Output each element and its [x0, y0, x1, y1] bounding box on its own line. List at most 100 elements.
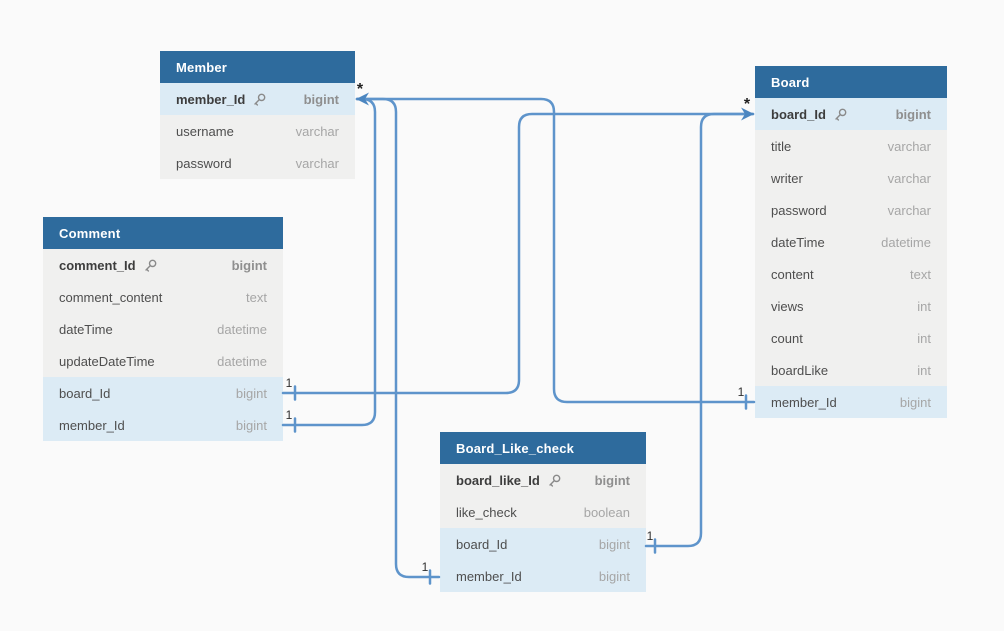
- column-row-board-writer[interactable]: writer varchar: [755, 162, 947, 194]
- column-name: username: [176, 123, 234, 139]
- column-row-board-content[interactable]: content text: [755, 258, 947, 290]
- column-name-cell: writer: [771, 172, 803, 185]
- column-row-comment-comment_content[interactable]: comment_content text: [43, 281, 283, 313]
- cardinality-one-label-member-board_like_check: 1: [422, 560, 429, 574]
- column-name-cell: content: [771, 268, 814, 281]
- column-name: count: [771, 330, 803, 346]
- column-name-cell: username: [176, 125, 234, 138]
- table-title: Member: [176, 59, 228, 75]
- table-title: Comment: [59, 225, 121, 241]
- relation-line-member-board[interactable]: [355, 97, 756, 404]
- column-row-board-dateTime[interactable]: dateTime datetime: [755, 226, 947, 258]
- table-title: Board_Like_check: [456, 440, 575, 456]
- column-type: datetime: [217, 353, 267, 369]
- column-name: board_Id: [456, 536, 508, 552]
- column-type: bigint: [598, 536, 630, 552]
- column-name-cell: boardLike: [771, 364, 828, 377]
- column-row-board-title[interactable]: title varchar: [755, 130, 947, 162]
- column-name-cell: member_Id: [771, 396, 837, 409]
- column-row-member-password[interactable]: password varchar: [160, 147, 355, 179]
- table-header-board[interactable]: Board: [755, 66, 947, 98]
- column-name: views: [771, 298, 804, 314]
- column-type: bigint: [235, 417, 267, 433]
- column-name-cell: like_check: [456, 506, 517, 519]
- column-name-cell: board_Id: [59, 387, 110, 400]
- column-name: password: [771, 202, 827, 218]
- column-name: comment_Id: [59, 257, 136, 273]
- column-row-comment-dateTime[interactable]: dateTime datetime: [43, 313, 283, 345]
- column-row-comment-board_Id[interactable]: board_Id bigint: [43, 377, 283, 409]
- relation-line-board-comment[interactable]: [281, 112, 755, 395]
- relation-line-member-board_like_check[interactable]: [355, 97, 441, 579]
- column-name-cell: password: [176, 157, 232, 170]
- column-type: varchar: [887, 202, 931, 218]
- cardinality-one-label-board-comment: 1: [286, 376, 293, 390]
- column-name: title: [771, 138, 792, 154]
- column-name: comment_content: [59, 289, 163, 305]
- column-row-comment-member_Id[interactable]: member_Id bigint: [43, 409, 283, 441]
- column-type: varchar: [295, 155, 339, 171]
- primary-key-icon: [252, 92, 266, 106]
- column-type: bigint: [899, 394, 931, 410]
- column-name: board_like_Id: [456, 472, 540, 488]
- cardinality-one-label-board-board_like_check: 1: [647, 529, 654, 543]
- column-row-board_like_check-member_Id[interactable]: member_Id bigint: [440, 560, 646, 592]
- column-name: writer: [771, 170, 803, 186]
- table-header-board_like_check[interactable]: Board_Like_check: [440, 432, 646, 464]
- column-name-cell: dateTime: [771, 236, 825, 249]
- column-row-board-count[interactable]: count int: [755, 322, 947, 354]
- column-type: bigint: [303, 91, 339, 107]
- table-header-comment[interactable]: Comment: [43, 217, 283, 249]
- column-type: varchar: [887, 138, 931, 154]
- relation-line-board-board_like_check[interactable]: [644, 112, 755, 548]
- cardinality-one-label-member-board: 1: [738, 385, 745, 399]
- column-name: boardLike: [771, 362, 829, 378]
- column-row-board_like_check-board_Id[interactable]: board_Id bigint: [440, 528, 646, 560]
- column-row-board-password[interactable]: password varchar: [755, 194, 947, 226]
- column-type: datetime: [217, 321, 267, 337]
- column-row-board-member_Id[interactable]: member_Id bigint: [755, 386, 947, 418]
- column-name: dateTime: [59, 321, 113, 337]
- column-name-cell: comment_Id: [59, 258, 157, 272]
- column-name-cell: board_Id: [771, 107, 847, 121]
- column-name-cell: title: [771, 140, 791, 153]
- primary-key-icon: [547, 473, 561, 487]
- column-name-cell: updateDateTime: [59, 355, 155, 368]
- column-type: text: [246, 289, 267, 305]
- column-name: board_Id: [59, 385, 111, 401]
- column-name: password: [176, 155, 232, 171]
- column-type: bigint: [598, 568, 630, 584]
- column-row-board_like_check-board_like_Id[interactable]: board_like_Id bigint: [440, 464, 646, 496]
- column-type: bigint: [594, 472, 630, 488]
- column-name-cell: member_Id: [59, 419, 125, 432]
- column-type: varchar: [887, 170, 931, 186]
- column-name-cell: board_like_Id: [456, 473, 561, 487]
- column-name-cell: member_Id: [456, 570, 522, 583]
- column-name: dateTime: [771, 234, 825, 250]
- column-row-comment-updateDateTime[interactable]: updateDateTime datetime: [43, 345, 283, 377]
- column-type: text: [910, 266, 931, 282]
- cardinality-one-label-member-comment: 1: [286, 408, 293, 422]
- primary-key-icon: [143, 258, 157, 272]
- table-header-member[interactable]: Member: [160, 51, 355, 83]
- column-type: int: [917, 330, 931, 346]
- column-name: like_check: [456, 504, 517, 520]
- column-type: datetime: [881, 234, 931, 250]
- column-name: member_Id: [59, 417, 125, 433]
- column-name-cell: password: [771, 204, 827, 217]
- column-name: member_Id: [771, 394, 837, 410]
- column-type: bigint: [235, 385, 267, 401]
- column-name-cell: count: [771, 332, 803, 345]
